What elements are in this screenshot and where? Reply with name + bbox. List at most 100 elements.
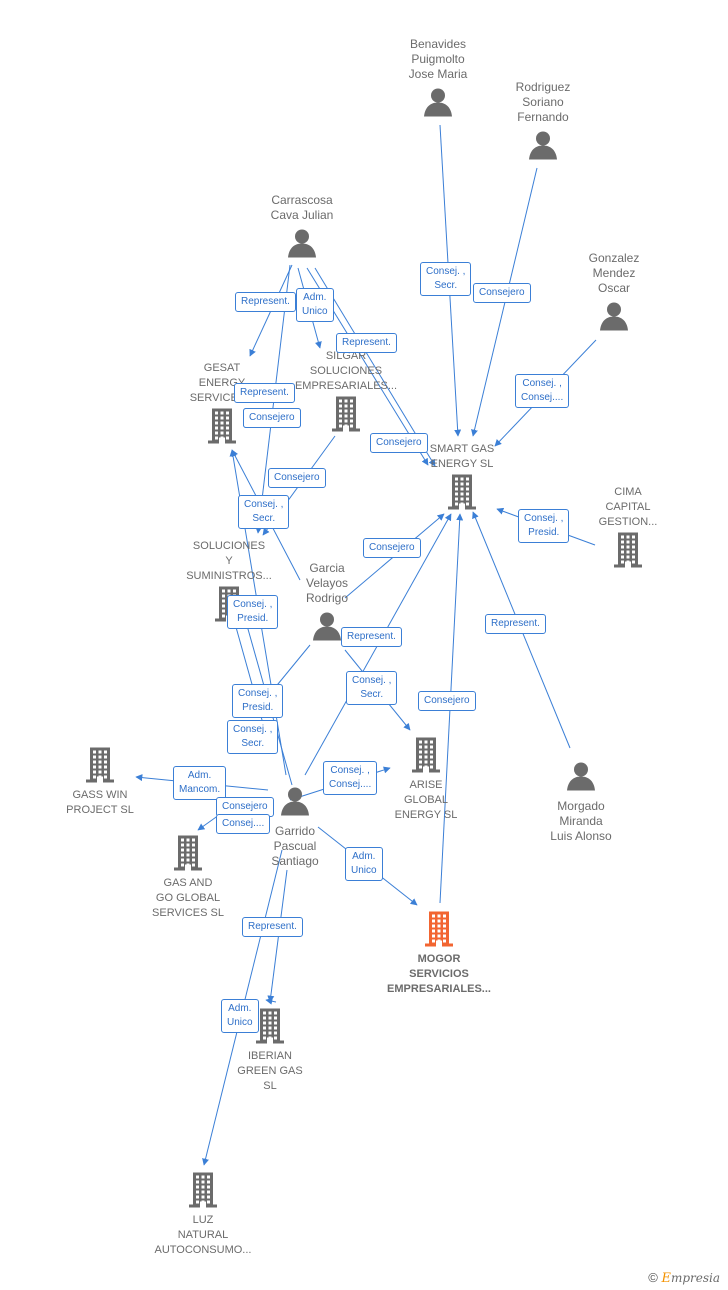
relation-label-line: Represent.: [491, 618, 540, 629]
relation-label[interactable]: Consejero: [363, 538, 421, 558]
person-icon[interactable]: [528, 130, 558, 165]
relation-label[interactable]: Represent.: [234, 383, 295, 403]
building-icon[interactable]: [86, 747, 114, 788]
relation-label-line: Consejero: [222, 801, 268, 812]
node-label-line: EMPRESARIALES...: [387, 983, 491, 995]
relation-label-line: Consej....: [222, 818, 265, 829]
relation-label[interactable]: Consej....: [216, 814, 271, 834]
relation-label-line: Represent.: [342, 337, 391, 348]
brand-name: mpresia: [670, 1271, 720, 1285]
relation-label[interactable]: Consej. ,Consej....: [323, 761, 378, 795]
node-label-line: IBERIAN: [247, 1050, 292, 1062]
relation-label[interactable]: Represent.: [336, 333, 397, 353]
relation-label-line: Presid.: [237, 613, 269, 624]
node-label-line: ENERGY SL: [430, 458, 494, 470]
node-label-line: GO GLOBAL: [155, 892, 221, 904]
relation-label[interactable]: Represent.: [235, 292, 296, 312]
node-label-line: Puigmolto: [411, 52, 465, 66]
building-icon[interactable]: [425, 911, 453, 952]
relation-label[interactable]: Consejero: [418, 691, 476, 711]
relation-label[interactable]: Consejero: [473, 283, 531, 303]
relation-label[interactable]: Consejero: [243, 408, 301, 428]
node-label-line: Luis Alonso: [550, 829, 612, 843]
building-icon[interactable]: [174, 835, 202, 876]
person-icon[interactable]: [312, 611, 342, 646]
relation-label[interactable]: Consej. ,Consej....: [515, 374, 570, 408]
building-icon[interactable]: [189, 1172, 217, 1213]
relation-label[interactable]: Represent.: [242, 917, 303, 937]
person-icon[interactable]: [280, 786, 310, 821]
relation-label-line: Consej. ,: [426, 266, 466, 277]
relation-label[interactable]: Represent.: [485, 614, 546, 634]
person-icon[interactable]: [599, 301, 629, 336]
relation-label[interactable]: Consej. ,Secr.: [420, 262, 472, 296]
building-icon[interactable]: [614, 532, 642, 573]
building-icon[interactable]: [332, 396, 360, 437]
relation-label[interactable]: Adm.Mancom.: [173, 766, 227, 800]
relation-label[interactable]: Consej. ,Secr.: [346, 671, 398, 705]
node-label-line: PROJECT SL: [66, 804, 134, 816]
relation-label-line: Consej. ,: [233, 599, 273, 610]
relation-label[interactable]: Consejero: [268, 468, 326, 488]
node-label-line: ARISE: [409, 779, 443, 791]
person-icon[interactable]: [423, 87, 453, 122]
node-label-line: GAS AND: [163, 877, 213, 889]
relation-label[interactable]: Consej. ,Presid.: [232, 684, 284, 718]
relation-label[interactable]: Represent.: [341, 627, 402, 647]
empresia-logo[interactable]: © Empresia: [648, 1270, 720, 1286]
person-icon[interactable]: [287, 228, 317, 263]
node-label-arise[interactable]: ARISE GLOBAL ENERGY SL: [395, 778, 458, 823]
relation-label[interactable]: Consej. ,Secr.: [238, 495, 290, 529]
relation-label-line: Unico: [227, 1017, 253, 1028]
node-label-line: ENERGY: [198, 377, 246, 389]
node-label-line: AUTOCONSUMO...: [154, 1244, 252, 1256]
relation-label-line: Unico: [302, 306, 328, 317]
node-label-line: Santiago: [271, 854, 319, 868]
relation-label[interactable]: Adm.Unico: [296, 288, 334, 322]
relation-label[interactable]: Adm.Unico: [345, 847, 383, 881]
node-label-line: GLOBAL: [403, 794, 449, 806]
building-icon[interactable]: [256, 1008, 284, 1049]
person-icon[interactable]: [566, 761, 596, 796]
relation-label[interactable]: Adm.Unico: [221, 999, 259, 1033]
node-label-line: Mendez: [592, 266, 636, 280]
node-label-line: SMART GAS: [429, 443, 495, 455]
relation-label[interactable]: Consej. ,Secr.: [227, 720, 279, 754]
relation-label-line: Represent.: [240, 387, 289, 398]
building-icon[interactable]: [208, 408, 236, 449]
relation-label[interactable]: Consej. , Presid.: [227, 595, 279, 629]
node-label-smartgas[interactable]: SMART GAS ENERGY SL: [430, 442, 494, 472]
relation-label-line: Consejero: [424, 695, 470, 706]
relation-label-line: Represent.: [241, 296, 290, 307]
brand-initial: E: [661, 1271, 671, 1286]
relation-label-line: Consejero: [274, 472, 320, 483]
relation-label-line: Consej. ,: [233, 724, 273, 735]
node-label-line: ENERGY SL: [394, 809, 458, 821]
relation-label[interactable]: Consejero: [370, 433, 428, 453]
node-label-line: CAPITAL: [605, 501, 651, 513]
relation-label-line: Consej....: [521, 392, 564, 403]
node-label-line: Pascual: [273, 839, 317, 853]
node-label-line: GESAT: [203, 362, 241, 374]
relation-label-line: Consej. ,: [524, 513, 564, 524]
building-icon[interactable]: [448, 474, 476, 515]
node-label-line: Carrascosa: [271, 193, 333, 207]
relation-label[interactable]: Consej. ,Presid.: [518, 509, 570, 543]
building-icon[interactable]: [412, 737, 440, 778]
